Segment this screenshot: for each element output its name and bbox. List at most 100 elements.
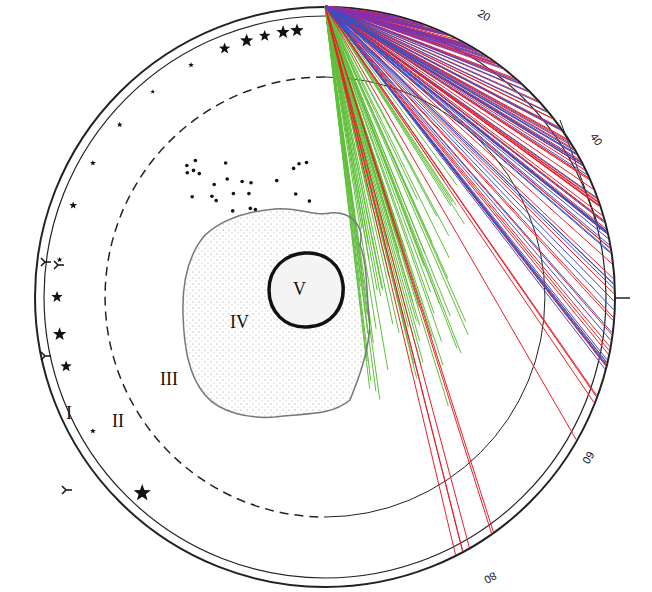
star-symbol <box>276 25 289 38</box>
region-outline <box>265 250 347 330</box>
ray-path <box>325 6 588 178</box>
ray-path <box>325 6 425 26</box>
ray-path <box>325 6 596 197</box>
ray-path <box>325 6 608 238</box>
station-mark <box>41 258 51 266</box>
distance-label: 80 <box>482 570 498 586</box>
ray-path <box>325 6 607 232</box>
inner-core-region: V <box>265 250 347 330</box>
star-symbol <box>90 160 96 165</box>
ray-path <box>325 6 492 61</box>
dot-symbol <box>305 161 309 165</box>
dot-symbol <box>249 207 253 211</box>
region-shape <box>183 209 370 418</box>
dot-symbol <box>225 177 229 181</box>
ray-path <box>325 6 604 223</box>
ray-path <box>325 6 570 143</box>
star-symbol <box>117 122 123 128</box>
dot-symbol <box>210 195 214 199</box>
region-label: III <box>160 370 178 388</box>
ray-path <box>325 6 598 202</box>
ray-path <box>325 6 612 264</box>
dot-symbol <box>294 192 298 196</box>
outer-circle <box>35 7 615 587</box>
station-mark <box>41 352 51 360</box>
outer-core-region: IV V <box>180 205 370 420</box>
distance-label: 20 <box>476 8 492 24</box>
star-symbol <box>219 43 230 54</box>
region-label: IV <box>230 313 249 331</box>
distance-label: 60 <box>580 449 596 465</box>
star-symbol <box>188 62 194 67</box>
star-symbol <box>150 89 155 94</box>
dot-symbol <box>185 164 189 168</box>
ray-path <box>325 6 581 162</box>
dot-symbol <box>308 199 312 203</box>
ray-path <box>325 6 607 232</box>
dot-symbol <box>275 179 279 183</box>
star-symbol <box>69 201 77 208</box>
dot-symbol <box>212 183 216 187</box>
dot-symbol <box>240 180 244 184</box>
star-symbol <box>60 360 71 371</box>
dot-symbol <box>186 171 190 175</box>
ray-path <box>325 6 607 231</box>
ray-path <box>325 6 607 234</box>
ray-path <box>325 6 614 310</box>
ray-paths <box>325 6 614 555</box>
ray-path <box>325 6 574 150</box>
ray-path <box>325 6 581 163</box>
region-label: V <box>293 280 306 298</box>
star-symbol <box>290 24 303 37</box>
dot-symbol <box>292 167 296 171</box>
dot-symbol <box>232 192 236 196</box>
ray-path <box>325 6 588 178</box>
dot-symbol <box>214 199 218 203</box>
ray-path <box>325 6 576 440</box>
ray-path <box>325 6 593 189</box>
dot-symbol <box>297 162 301 166</box>
ray-path <box>325 6 612 332</box>
ray-path <box>325 6 614 294</box>
ray-path <box>325 6 521 84</box>
ray-path <box>325 6 614 284</box>
dot-symbol <box>192 169 196 173</box>
ray-path <box>325 6 516 80</box>
star-symbol <box>259 30 270 41</box>
ray-path <box>325 6 444 34</box>
ray-path <box>325 6 423 25</box>
dot-symbol <box>194 159 198 163</box>
distance-label: 40 <box>588 131 604 147</box>
ray-path <box>325 6 477 51</box>
ray-path <box>325 6 580 162</box>
ray-path <box>325 6 585 170</box>
tick-mark <box>615 297 630 299</box>
ray-path <box>325 6 614 301</box>
dot-symbol <box>231 209 235 213</box>
ray-path <box>325 6 609 245</box>
ray-path <box>325 6 539 103</box>
star-symbol <box>240 34 253 47</box>
ray-path <box>325 6 547 112</box>
ray-path <box>325 6 614 289</box>
ray-path <box>325 6 423 25</box>
ray-path <box>325 6 612 334</box>
dot-symbol <box>224 161 228 165</box>
dot-symbol <box>198 172 202 176</box>
star-symbol <box>90 428 96 433</box>
ray-path <box>325 6 486 57</box>
ray-path <box>325 6 577 155</box>
ray-path <box>325 6 597 199</box>
ray-path <box>325 6 448 35</box>
dot-symbol <box>247 192 251 196</box>
ray-path <box>325 6 465 44</box>
ray-path <box>325 6 611 253</box>
ray-path <box>325 6 446 34</box>
ray-path <box>325 6 412 21</box>
ray-path <box>325 6 607 232</box>
ray-path <box>325 6 599 206</box>
region-label: II <box>112 412 124 430</box>
ray-path <box>325 6 561 129</box>
star-symbol <box>53 327 66 340</box>
